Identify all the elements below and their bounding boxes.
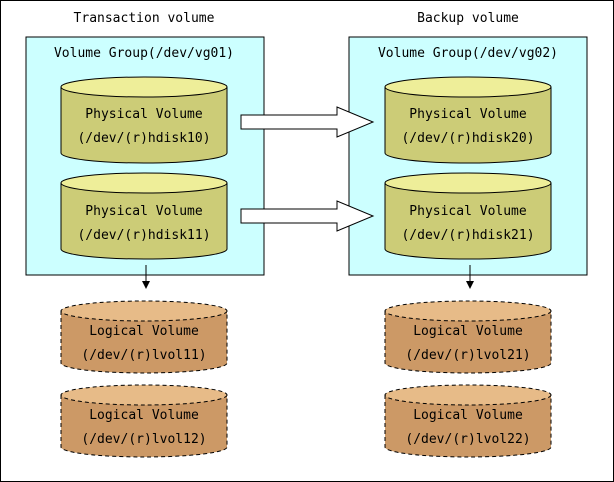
logical-volume-title: Logical Volume [89,324,199,339]
physical-volume-title: Physical Volume [85,107,203,122]
physical-volume-path: (/dev/(r)hdisk11) [77,228,210,243]
physical-volume-title: Physical Volume [85,204,203,219]
backup-arrow-1 [240,106,375,138]
logical-volume-title: Logical Volume [89,408,199,423]
logical-volume-lvol11: Logical Volume (/dev/(r)lvol11) [60,300,228,374]
logical-volume-title: Logical Volume [413,324,523,339]
physical-volume-path: (/dev/(r)hdisk10) [77,131,210,146]
physical-volume-hdisk20: Physical Volume (/dev/(r)hdisk20) [384,76,552,164]
physical-volume-title: Physical Volume [409,107,527,122]
volume-group-label-left: Volume Group(/dev/vg01) [54,46,234,61]
logical-volume-path: (/dev/(r)lvol12) [81,432,206,447]
physical-volume-hdisk11: Physical Volume (/dev/(r)hdisk11) [60,172,228,260]
physical-volume-hdisk10: Physical Volume (/dev/(r)hdisk10) [60,76,228,164]
right-column-header: Backup volume [417,11,519,26]
physical-volume-path: (/dev/(r)hdisk21) [401,228,534,243]
volume-group-label-right: Volume Group(/dev/vg02) [378,46,558,61]
logical-volume-lvol12: Logical Volume (/dev/(r)lvol12) [60,384,228,458]
logical-volume-lvol21: Logical Volume (/dev/(r)lvol21) [384,300,552,374]
physical-volume-title: Physical Volume [409,204,527,219]
logical-volume-path: (/dev/(r)lvol21) [405,348,530,363]
physical-volume-path: (/dev/(r)hdisk20) [401,131,534,146]
logical-volume-path: (/dev/(r)lvol22) [405,432,530,447]
logical-volume-path: (/dev/(r)lvol11) [81,348,206,363]
left-column-header: Transaction volume [74,11,215,26]
physical-volume-hdisk21: Physical Volume (/dev/(r)hdisk21) [384,172,552,260]
backup-arrow-2 [240,200,375,232]
logical-volume-title: Logical Volume [413,408,523,423]
logical-volume-lvol22: Logical Volume (/dev/(r)lvol22) [384,384,552,458]
